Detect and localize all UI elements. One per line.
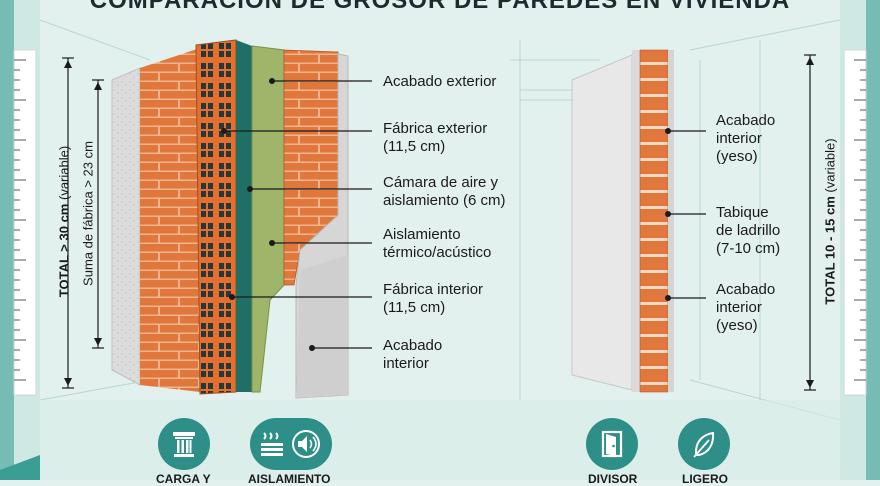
leader-lines-left [224, 80, 372, 349]
total-dimension-line-right [804, 54, 816, 391]
total-thickness-label-right: TOTAL 10 - 15 cm (variable) [823, 132, 838, 312]
layer-label-interior-fabric: Fábrica interior (11,5 cm) [383, 281, 484, 316]
left-ruler [13, 49, 37, 396]
page-title: COMPARACIÓN DE GROSOR DE PAREDES EN VIVI… [89, 0, 791, 14]
caption-load: CARGA Y [156, 472, 211, 486]
total-thickness-bold: TOTAL > 30 cm [56, 203, 72, 298]
heat-sound-icon [250, 418, 332, 470]
feather-icon [678, 418, 730, 470]
total-thickness-variable-right: (variable) [822, 138, 838, 193]
caption-insulation: AISLAMIENTO [248, 472, 331, 486]
door-icon [586, 418, 638, 470]
caption-divider: DIVISOR [588, 472, 638, 486]
total-thickness-variable: (variable) [56, 145, 72, 200]
fabric-sum-label: Suma de fábrica > 23 cm [80, 141, 96, 286]
partition-label-brick: Tabique de ladrillo (7-10 cm) [716, 204, 781, 257]
composite-wall [111, 39, 349, 399]
total-thickness-label-left: TOTAL > 30 cm (variable) [57, 132, 72, 312]
layer-label-interior-finish: Acabado interior [383, 337, 443, 372]
partition-label-plaster-top: Acabado interior (yeso) [716, 112, 776, 165]
leader-lines-right [668, 130, 706, 299]
layer-label-insulation: Aislamiento térmico/acústico [383, 226, 492, 261]
layer-label-exterior-finish: Acabado exterior [383, 73, 497, 90]
right-ruler [843, 49, 867, 396]
total-thickness-bold-right: TOTAL 10 - 15 cm [822, 196, 838, 305]
column-icon [158, 418, 210, 470]
layer-label-air-gap: Cámara de aire y aislamiento (6 cm) [383, 174, 506, 209]
leader-dots-left [221, 78, 315, 351]
layer-label-exterior-fabric: Fábrica exterior (11,5 cm) [383, 120, 488, 155]
leader-dots-right [665, 128, 671, 301]
caption-light: LIGERO [682, 472, 729, 486]
total-dimension-line-left [62, 57, 74, 389]
partition-wall [571, 49, 674, 393]
fabric-dimension-line [92, 79, 104, 349]
partition-label-plaster-bottom: Acabado interior (yeso) [716, 281, 776, 334]
